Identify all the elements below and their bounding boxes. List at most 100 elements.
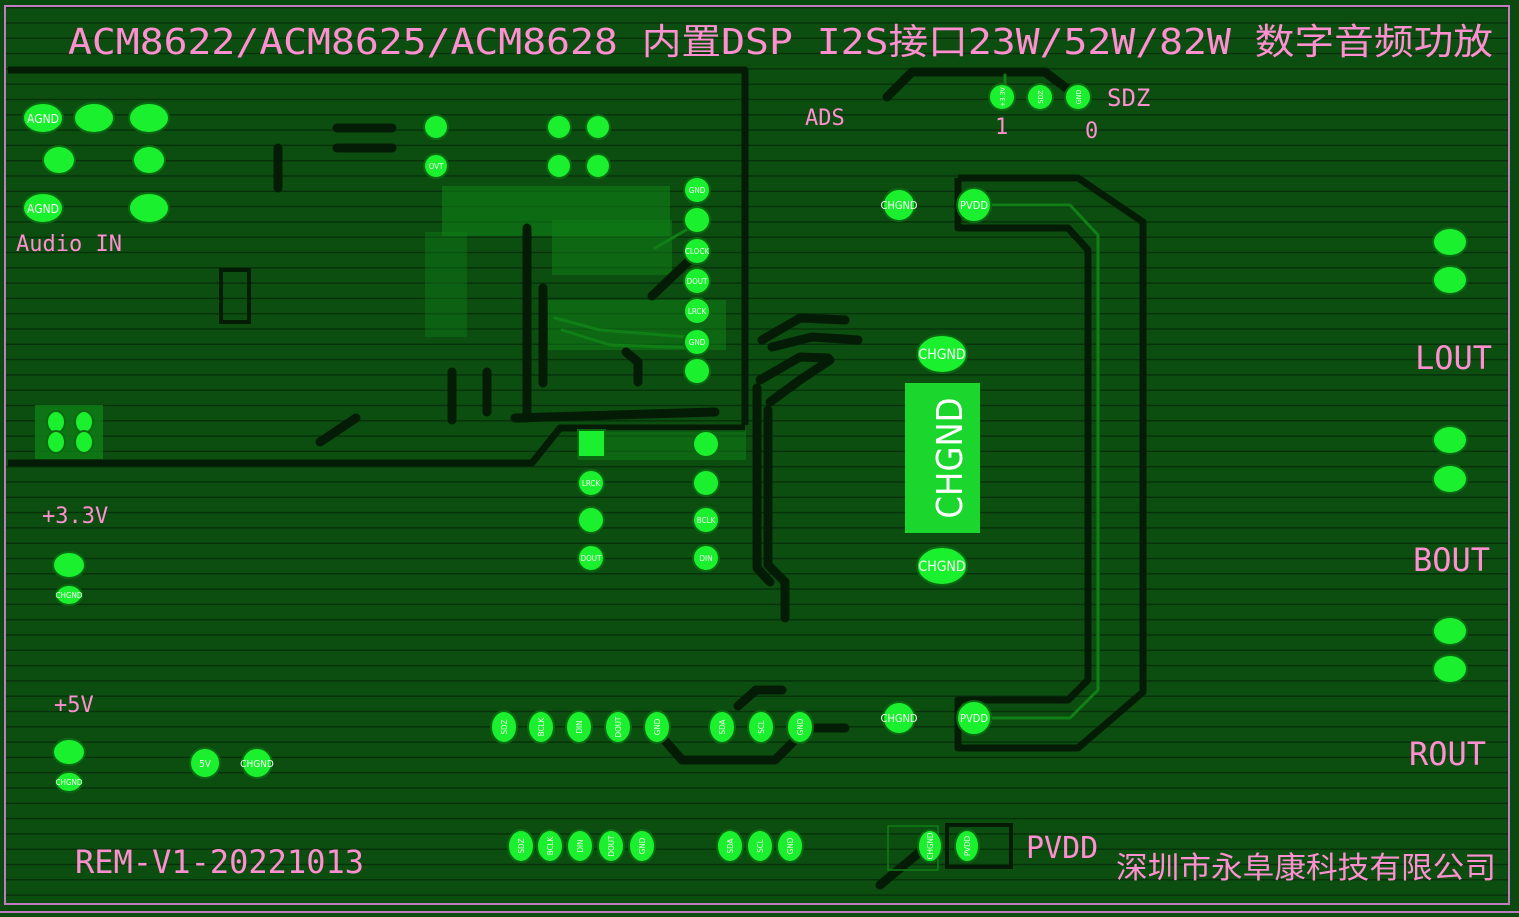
pad-row1-bclk (527, 710, 555, 744)
pad-label-pvdd-bot: PVDD (960, 712, 988, 725)
pad-label-row1-bclk: BCLK (537, 717, 546, 736)
pad-label-chgnd-5v: CHGND (56, 778, 83, 787)
board-outline (4, 5, 1510, 905)
pad-lout-2 (1432, 265, 1468, 295)
pad-label-row2-bclk: BCLK (546, 836, 555, 855)
pad-label-chgnd-b: CHGND (240, 759, 274, 770)
pad-row1-gnd2 (786, 710, 814, 744)
pad-label-chgnd-top: CHGND (880, 199, 917, 212)
pad-label-row1-gnd2: GND (796, 718, 805, 735)
pad-dip-4 (74, 430, 94, 454)
rout-label: ROUT (1409, 735, 1486, 773)
pad-audio-l (73, 102, 115, 134)
bout-label: BOUT (1413, 541, 1490, 579)
silkscreen-text: ACM8622/ACM8625/ACM8628 内置DSP I2S接口23W/5… (16, 22, 1496, 886)
pad-row1-dout (604, 710, 632, 744)
pad-dip-2 (74, 410, 94, 434)
revision-label: REM-V1-20221013 (75, 843, 364, 881)
pad-chgnd-b (241, 747, 273, 779)
pad-i2s-1 (692, 430, 720, 458)
pad-i2s-2 (692, 469, 720, 497)
pad-i2s-square (577, 429, 606, 458)
pad-dip-1 (46, 410, 66, 434)
pad-label-agnd-1: AGND (27, 112, 59, 126)
pad-labels: AGND AGND OVT GND CLOCK DOUT LRCK GND LR… (27, 87, 1083, 860)
pad-i2s-bclk (692, 506, 720, 534)
pad-ovt-top (423, 114, 449, 140)
pad-3v3 (52, 551, 86, 579)
pad-ads-gnd (1064, 83, 1092, 111)
pad-i2s-3 (577, 506, 605, 534)
pad-label-row1-sdz: SDZ (500, 719, 509, 734)
pad-header-gnd2 (683, 328, 711, 356)
audio-in-label: Audio IN (16, 232, 122, 257)
pad-row1-din (565, 710, 593, 744)
pad-top-3 (546, 153, 572, 179)
pad-audio-4 (128, 192, 170, 224)
v5-label: +5V (54, 693, 94, 718)
pad-label-clock: CLOCK (685, 247, 709, 256)
ground-split-lines (8, 66, 1147, 752)
pad-i2s-lrck (577, 469, 605, 497)
pad-label-chgnd-mid-top: CHGND (918, 347, 965, 363)
pad-row2-sdz (507, 829, 535, 863)
pad-pvdd-top (956, 187, 992, 223)
pad-audio-r (128, 102, 170, 134)
v33-label: +3.3V (42, 504, 108, 529)
pad-3v3-chgnd (55, 584, 83, 606)
ads-label: ADS (805, 106, 845, 131)
pad-pvdd-bot (956, 700, 992, 736)
pad-label-ads-sdz: SDZ (1037, 90, 1045, 104)
pad-5v-chgnd (55, 771, 83, 793)
pad-label-bclk: BCLK (697, 516, 716, 525)
pad-label-row1-gnd: GND (653, 718, 662, 735)
pad-label-lrck-h: LRCK (688, 307, 707, 316)
pad-pvdd-conn-pvdd (954, 829, 980, 863)
pad-header-7 (683, 357, 711, 385)
pad-label-row2-sdz: SDZ (517, 838, 526, 853)
pad-top-2 (585, 114, 611, 140)
sdz-1-label: 1 (995, 115, 1008, 140)
board-title: ACM8622/ACM8625/ACM8628 内置DSP I2S接口23W/5… (68, 22, 1493, 63)
company-label: 深圳市永阜康科技有限公司 (1116, 851, 1496, 886)
pad-lout-1 (1432, 227, 1468, 257)
pad-row2-gnd2 (776, 829, 804, 863)
pad-audio-2 (42, 145, 76, 175)
pad-chgnd-mid-bot (916, 546, 968, 586)
pad-i2s-din (692, 544, 720, 572)
pad-chgnd-mid-top (916, 334, 968, 374)
pad-label-chgnd-3v3: CHGND (56, 591, 83, 600)
pad-header-2 (683, 206, 711, 234)
pvdd-label: PVDD (1026, 831, 1098, 866)
pad-label-row2-scl: SCL (756, 839, 765, 853)
pad-label-row2-sda: SDA (726, 838, 735, 853)
pad-chgnd-bot (882, 701, 916, 735)
chgnd-block (905, 383, 980, 533)
pad-ads-sdz (1026, 83, 1054, 111)
pad-ads-33v (988, 83, 1016, 111)
pad-label-row1-dout: DOUT (614, 716, 623, 737)
pad-row1-sda (708, 710, 736, 744)
pad-row1-sdz (490, 710, 518, 744)
pad-label-dout: DOUT (581, 554, 602, 563)
chgnd-block-label: CHGND (930, 397, 971, 518)
component-outlines (219, 268, 1013, 871)
pad-label-chgnd-bot: CHGND (880, 712, 917, 725)
pad-row1-scl (747, 710, 775, 744)
pad-rout-1 (1432, 616, 1468, 646)
pad-label-pvdd-top: PVDD (960, 199, 988, 212)
pad-label-row1-din: DIN (575, 720, 584, 733)
pad-row2-bclk (536, 829, 564, 863)
pad-label-row2-gnd2: GND (786, 837, 795, 854)
pad-dip-3 (46, 430, 66, 454)
pad-label-dout-h: DOUT (687, 277, 708, 286)
pad-header-lrck (683, 297, 711, 325)
pad-agnd-1 (22, 102, 64, 134)
pad-pvdd-conn-chgnd (917, 829, 943, 863)
pad-5v-b (189, 747, 221, 779)
pad-top-1 (546, 114, 572, 140)
pad-agnd-2 (22, 192, 64, 224)
pad-bout-2 (1432, 464, 1468, 494)
pad-label-agnd-2: AGND (27, 202, 59, 216)
pad-label-chgnd-mid-bot: CHGND (918, 559, 965, 575)
